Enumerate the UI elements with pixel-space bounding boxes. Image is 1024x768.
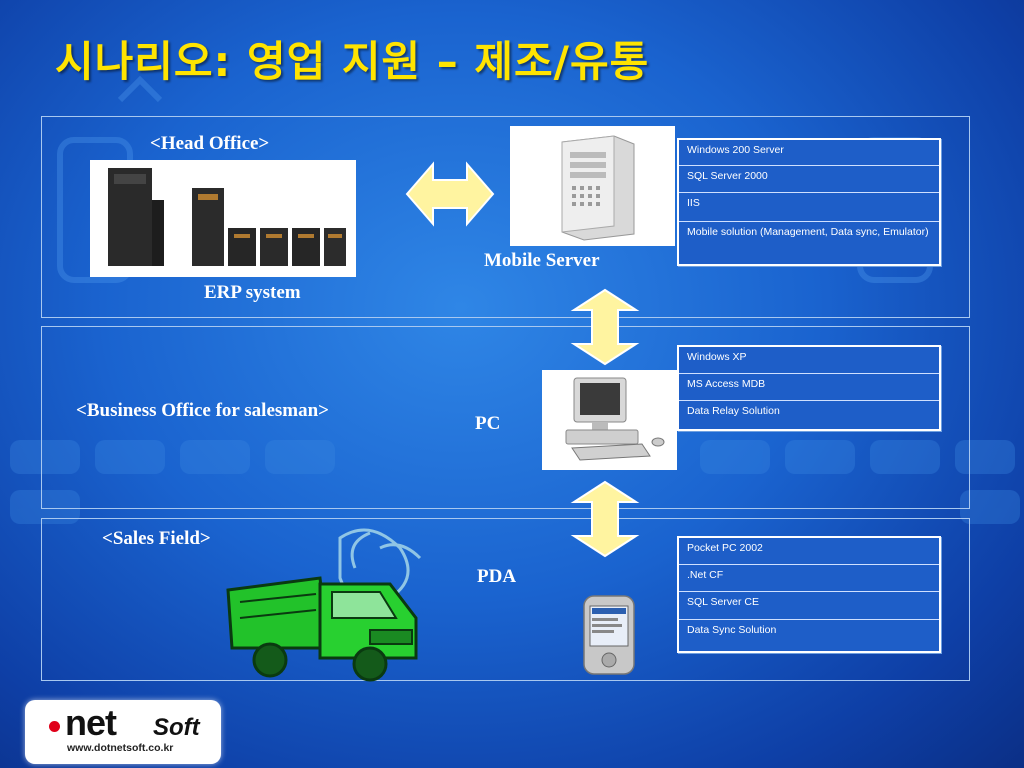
erp-system-label: ERP system: [204, 282, 301, 303]
delivery-truck-icon: [226, 528, 422, 682]
logo-dot-icon: [49, 721, 60, 732]
spec-row: .Net CF: [679, 565, 939, 592]
pc-image: [542, 370, 677, 470]
logo-url-text: www.dotnetsoft.co.kr: [67, 742, 174, 754]
spec-row: IIS: [679, 193, 939, 222]
sales-field-label: <Sales Field>: [102, 528, 211, 549]
spec-row: Data Sync Solution: [687, 624, 777, 636]
business-office-label: <Business Office for salesman>: [76, 400, 329, 421]
spec-row: SQL Server CE: [679, 592, 939, 620]
spec-row: Data Relay Solution: [687, 405, 780, 417]
head-office-panel: [41, 116, 970, 318]
spec-row: MS Access MDB: [679, 374, 939, 401]
pda-label: PDA: [477, 566, 517, 587]
spec-row: Mobile solution (Management, Data sync, …: [687, 226, 929, 238]
netsoft-logo: net Soft www.dotnetsoft.co.kr: [25, 700, 221, 764]
pda-spec-table: Pocket PC 2002 .Net CF SQL Server CE Dat…: [677, 536, 941, 653]
erp-servers-image: [90, 160, 356, 277]
pda-device-icon: [583, 595, 635, 675]
head-office-label: <Head Office>: [150, 133, 270, 154]
logo-main-text: net: [65, 702, 117, 743]
double-arrow-vertical-icon: [570, 288, 640, 366]
logo-suffix-text: Soft: [153, 714, 200, 741]
spec-row: SQL Server 2000: [679, 166, 939, 193]
double-arrow-horizontal-icon: [405, 161, 495, 227]
slide-title: 시나리오: 영업 지원 – 제조/유통: [55, 37, 650, 86]
mobile-server-spec-table: Windows 200 Server SQL Server 2000 IIS M…: [677, 138, 941, 266]
spec-row: Pocket PC 2002: [679, 538, 939, 565]
mobile-server-label: Mobile Server: [484, 250, 600, 271]
business-office-panel: [41, 326, 970, 509]
spec-row: Windows XP: [679, 347, 939, 374]
pc-spec-table: Windows XP MS Access MDB Data Relay Solu…: [677, 345, 941, 431]
pc-label: PC: [475, 413, 501, 434]
double-arrow-vertical-icon: [570, 480, 640, 558]
spec-row: Windows 200 Server: [679, 140, 939, 166]
mobile-server-image: [510, 126, 675, 246]
sales-field-panel: [41, 518, 970, 681]
